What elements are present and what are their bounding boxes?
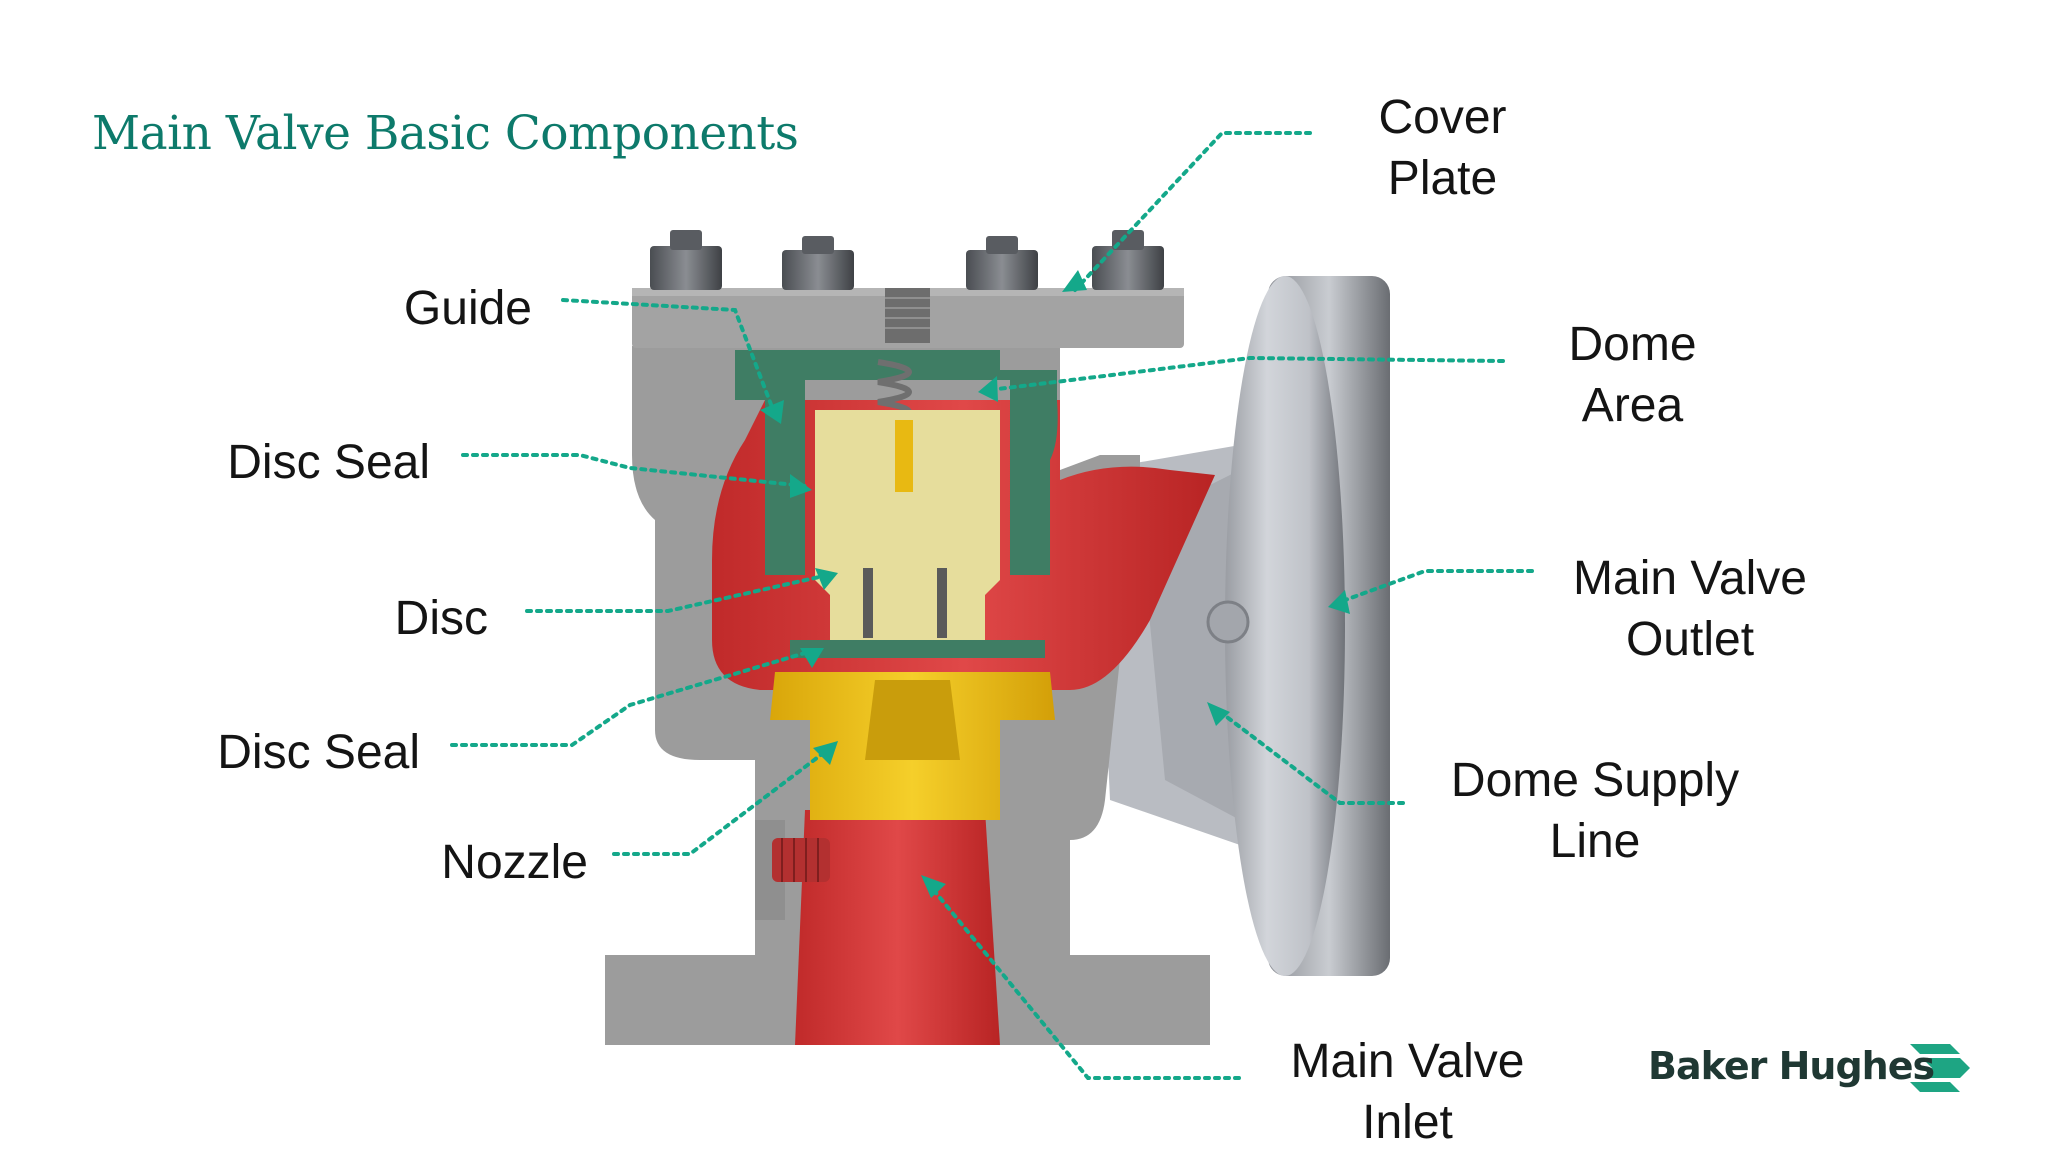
slide-title: Main Valve Basic Components bbox=[92, 106, 799, 161]
leader-cover-plate bbox=[1073, 131, 1312, 292]
label-disc: Disc bbox=[394, 592, 488, 645]
dome-supply-fitting bbox=[772, 838, 830, 882]
leader-dome-supply-line bbox=[1213, 706, 1405, 805]
logo-text: Baker Hughes bbox=[1648, 1044, 1935, 1088]
label-disc-seal-upper: Disc Seal bbox=[227, 436, 430, 489]
leader-main-valve-outlet bbox=[1335, 569, 1534, 605]
label-main-valve-inlet-line2: Inlet bbox=[1362, 1096, 1453, 1149]
label-guide: Guide bbox=[403, 282, 532, 335]
guide bbox=[735, 350, 1058, 575]
label-main-valve-outlet-line2: Outlet bbox=[1625, 613, 1755, 666]
label-main-valve-outlet-line1: Main Valve bbox=[1573, 552, 1807, 605]
label-nozzle: Nozzle bbox=[441, 836, 588, 889]
cover-plate bbox=[632, 288, 1184, 348]
leader-disc-seal-lower bbox=[450, 648, 817, 747]
label-dome-supply-line: Dome Supply Line bbox=[1430, 750, 1760, 872]
label-disc-seal-lower: Disc Seal bbox=[217, 726, 420, 779]
baker-hughes-chevron-logo bbox=[1910, 1044, 1970, 1092]
label-dome-supply-line-line2: Line bbox=[1549, 815, 1641, 868]
cover-bolts bbox=[650, 230, 1164, 290]
nozzle bbox=[770, 672, 1055, 820]
baker-hughes-logo: Baker Hughes bbox=[1648, 1036, 1935, 1096]
leader-arrowheads bbox=[760, 270, 1350, 898]
disc bbox=[790, 410, 1045, 658]
label-main-valve-outlet: Main Valve Outlet bbox=[1555, 548, 1825, 670]
label-dome-supply-line-line1: Dome Supply bbox=[1450, 754, 1740, 807]
leader-main-valve-inlet bbox=[925, 880, 1241, 1080]
label-main-valve-inlet: Main Valve Inlet bbox=[1270, 1031, 1545, 1152]
leader-dome-area bbox=[988, 355, 1505, 392]
leader-disc bbox=[525, 573, 830, 613]
leader-guide bbox=[561, 298, 777, 417]
leader-lines bbox=[450, 131, 1534, 1080]
leader-nozzle bbox=[612, 746, 832, 856]
label-dome-area-line2: Area bbox=[1581, 379, 1684, 432]
label-cover-plate-line1: Cover bbox=[1378, 91, 1507, 144]
label-main-valve-inlet-line1: Main Valve bbox=[1290, 1035, 1525, 1088]
leader-disc-seal-upper bbox=[461, 453, 807, 488]
label-dome-area: Dome Area bbox=[1540, 314, 1725, 436]
label-cover-plate: Cover Plate bbox=[1340, 87, 1545, 209]
label-cover-plate-line2: Plate bbox=[1387, 152, 1498, 205]
label-dome-area-line1: Dome bbox=[1568, 318, 1697, 371]
